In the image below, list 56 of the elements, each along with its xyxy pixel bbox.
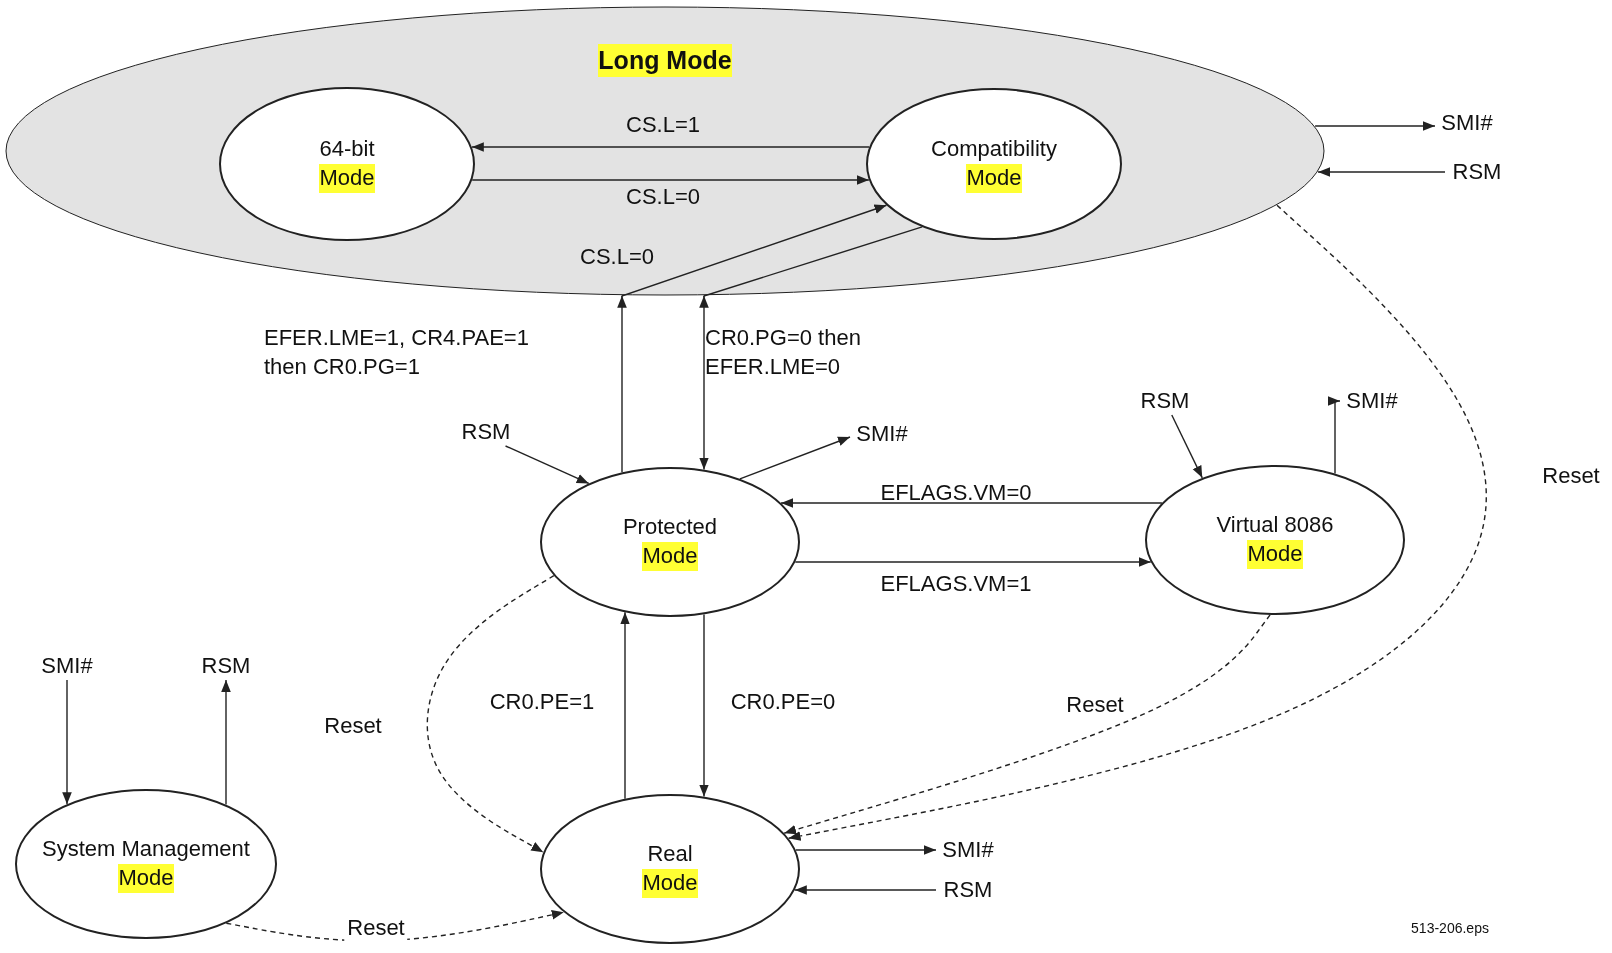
- edge-label: CS.L=1: [626, 110, 700, 139]
- arrow: [794, 557, 1152, 567]
- state-label: 64-bit: [319, 135, 375, 164]
- state-label: Virtual 8086: [1216, 511, 1334, 540]
- state-label: Mode: [966, 164, 1022, 193]
- signal-label: RSM: [936, 876, 1000, 904]
- arrow: [1171, 414, 1203, 479]
- arrow: [471, 142, 870, 152]
- arrow: [1328, 396, 1341, 475]
- edge-label: CS.L=0: [626, 182, 700, 211]
- arrow: [699, 613, 709, 798]
- signal-label: RSM: [1133, 387, 1197, 415]
- signal-label: SMI#: [1435, 109, 1499, 137]
- edge-label: CS.L=0: [580, 242, 654, 271]
- arrow: [795, 845, 937, 855]
- state-label: Mode: [319, 164, 375, 193]
- state-label: Mode: [118, 864, 174, 893]
- dashed-arrow: [787, 204, 1487, 841]
- arrow: [780, 498, 1163, 508]
- state-label: System Management: [42, 835, 250, 864]
- signal-label: SMI#: [35, 652, 99, 680]
- arrow: [739, 436, 851, 480]
- state-label: Mode: [1247, 540, 1303, 569]
- arrow: [221, 679, 231, 806]
- arrow: [699, 295, 709, 471]
- file-name-note: 513-206.eps: [1411, 918, 1489, 938]
- edge-label: CR0.PE=1: [489, 687, 595, 716]
- edge-label: EFLAGS.VM=0: [880, 478, 1032, 507]
- arrow: [1314, 121, 1436, 131]
- arrow: [617, 295, 627, 473]
- signal-label: SMI#: [936, 836, 1000, 864]
- state-label: Compatibility: [931, 135, 1057, 164]
- arrow: [621, 204, 888, 297]
- arrow: [699, 226, 923, 308]
- signal-label: RSM: [1445, 158, 1509, 186]
- signal-label: RSM: [454, 418, 518, 446]
- dashed-arrow: [426, 575, 555, 853]
- state-label: Mode: [642, 869, 698, 898]
- state-label: Protected: [622, 513, 718, 542]
- arrow: [471, 175, 870, 185]
- edge-label: CR0.PG=0 then EFER.LME=0: [705, 324, 862, 381]
- edge-label: EFER.LME=1, CR4.PAE=1 then CR0.PG=1: [264, 324, 530, 381]
- arrow: [620, 611, 630, 800]
- signal-label: SMI#: [850, 420, 914, 448]
- dashed-arrow: [783, 614, 1271, 835]
- edge-label: EFLAGS.VM=1: [880, 569, 1032, 598]
- arrow: [794, 885, 937, 895]
- state-label: Real: [647, 840, 693, 869]
- arrow: [62, 679, 72, 805]
- group-title: Long Mode: [598, 44, 732, 77]
- edge-label: CR0.PE=0: [730, 687, 836, 716]
- arrow: [504, 445, 590, 485]
- signal-label: SMI#: [1340, 387, 1404, 415]
- state-label: Mode: [642, 542, 698, 571]
- signal-label: RSM: [194, 652, 258, 680]
- arrow: [1317, 167, 1446, 177]
